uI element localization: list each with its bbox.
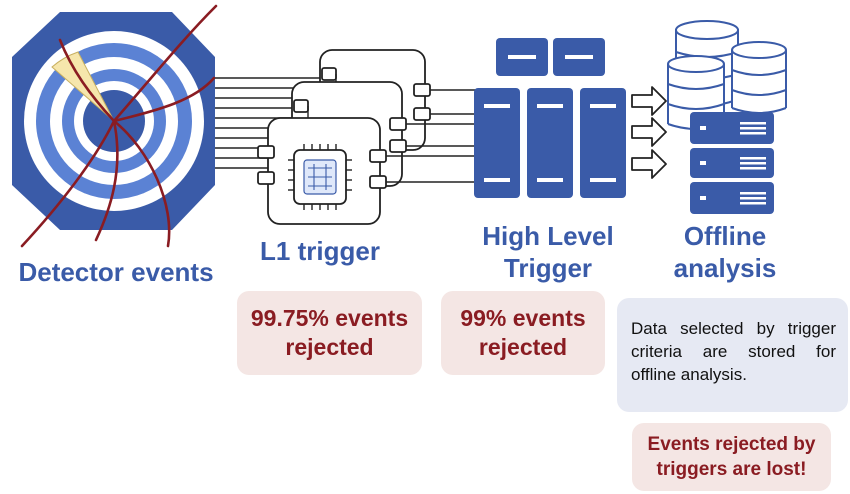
hlt-label-line2: Trigger <box>503 253 593 283</box>
offline-label-line2: analysis <box>673 253 777 283</box>
l1-chip-icon <box>288 144 352 210</box>
l1-rejected-line2: rejected <box>285 334 374 360</box>
particle-track-2 <box>20 119 116 248</box>
offline-storage <box>667 20 787 214</box>
arrow-right-icon <box>631 86 667 116</box>
offline-label-line1: Offline <box>683 221 767 251</box>
detector-graphic <box>12 4 218 248</box>
hlt-rejected-box: 99% events rejected <box>441 291 605 375</box>
particle-track-4 <box>58 38 116 123</box>
hlt-servers <box>474 38 626 198</box>
hlt-rejected-line2: rejected <box>478 334 568 360</box>
database-icon <box>731 41 787 114</box>
hlt-server-2 <box>527 88 573 198</box>
hlt-rejected-line1: 99% events <box>460 305 586 331</box>
hlt-server-3 <box>580 88 626 198</box>
arrow-right-icon <box>631 117 667 147</box>
hlt-label: High Level Trigger <box>458 220 638 284</box>
offline-analysis-label: Offline analysis <box>650 220 800 284</box>
detector-events-label: Detector events <box>18 257 214 287</box>
events-lost-line2: triggers are lost! <box>656 459 807 480</box>
l1-rejected-line1: 99.75% events <box>250 305 409 331</box>
l1-rejected-box: 99.75% events rejected <box>237 291 422 375</box>
hlt-to-offline-arrows <box>631 86 667 179</box>
particle-track-3 <box>112 119 171 248</box>
particle-track-6 <box>112 76 216 123</box>
hlt-label-line1: High Level <box>482 221 614 251</box>
particle-track-1 <box>112 4 218 123</box>
stored-data-note: Data selected by trigger criteria are st… <box>617 298 848 412</box>
hlt-server-1 <box>474 88 520 198</box>
arrow-right-icon <box>631 149 667 179</box>
events-lost-line1: Events rejected by <box>647 434 816 455</box>
events-lost-box: Events rejected by triggers are lost! <box>632 423 831 491</box>
storage-server-stack <box>690 112 774 214</box>
particle-track-5 <box>94 119 119 242</box>
l1-trigger-label: L1 trigger <box>260 236 380 266</box>
